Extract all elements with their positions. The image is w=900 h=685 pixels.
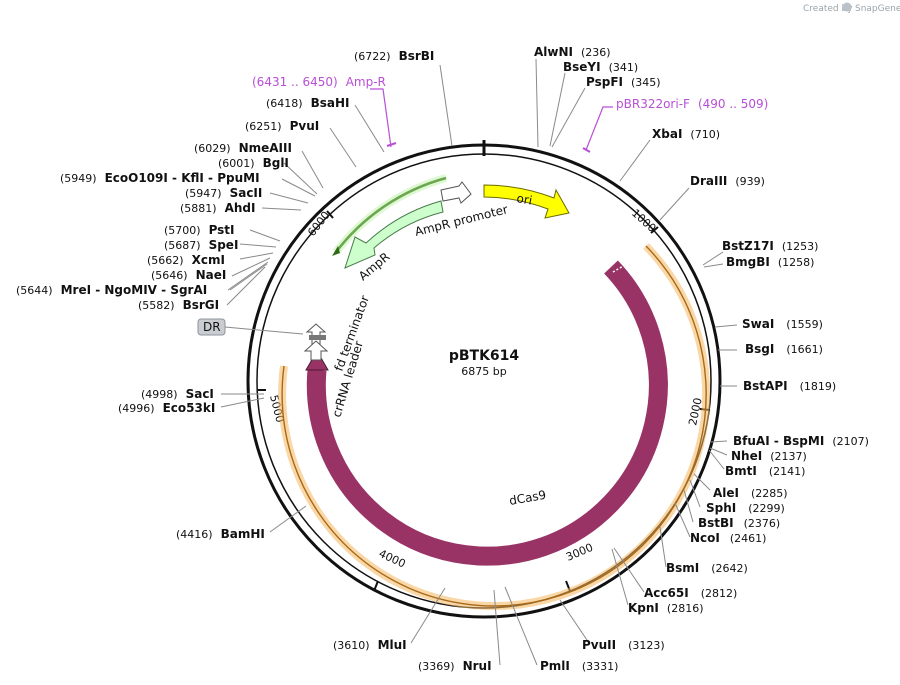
enzyme-bsmi[interactable]: BsmI(2642) [666, 561, 748, 575]
enzyme-mrei[interactable]: (5644)MreI - NgoMIV - SgrAI [16, 283, 207, 297]
snapgene-credit: Created by SnapGene [803, 2, 900, 14]
snapgene-logo-icon [842, 2, 852, 12]
enzyme-bseyi[interactable]: BseYI(341) [563, 60, 638, 74]
dr-label: DR [203, 320, 221, 334]
dcas9-feature[interactable] [306, 260, 668, 566]
ampr-promoter-feature[interactable] [440, 181, 472, 204]
enzyme-draiii[interactable]: DraIII(939) [690, 174, 765, 188]
enzyme-swai[interactable]: SwaI(1559) [742, 317, 823, 331]
enzyme-xbai[interactable]: XbaI(710) [652, 127, 720, 141]
leader-lines [220, 58, 738, 666]
enzyme-bmgbi[interactable]: BmgBI(1258) [726, 255, 814, 269]
enzyme-drui[interactable]: (3369)NruI [418, 659, 492, 673]
ampr-range-arc [335, 176, 447, 253]
range-bar-line [281, 245, 707, 607]
enzyme-bsrgi[interactable]: (5582)BsrGI [138, 298, 219, 312]
enzyme-acc65i[interactable]: Acc65I(2812) [644, 586, 737, 600]
enzyme-eco0109i[interactable]: (5949)EcoO109I - KflI - PpuMI [60, 171, 260, 185]
enzyme-bstapi[interactable]: BstAPI(1819) [743, 379, 836, 393]
primer-amp-r-label[interactable]: (6431 .. 6450)Amp-R [252, 75, 386, 89]
enzyme-sacii[interactable]: (5947)SacII [185, 186, 262, 200]
enzyme-saci[interactable]: (4998)SacI [141, 387, 214, 401]
dr-callout[interactable] [197, 318, 226, 336]
enzyme-bstbi[interactable]: BstBI(2376) [698, 516, 780, 530]
enzyme-pmli[interactable]: PmlI(3331) [540, 659, 618, 673]
enzyme-bamhi[interactable]: (4416)BamHI [176, 527, 265, 541]
primer-pbr322ori-label[interactable]: pBR322ori-F(490 .. 509) [616, 97, 768, 111]
tick-4000: 4000 [377, 547, 408, 571]
enzyme-bstz17i[interactable]: BstZ17I(1253) [722, 239, 818, 253]
crna-leader-feature[interactable] [303, 340, 329, 361]
enzyme-alwni[interactable]: AlwNI(236) [534, 45, 611, 59]
enzyme-bfuai[interactable]: BfuAI - BspMI(2107) [733, 434, 869, 448]
enzyme-naei[interactable]: (5646)NaeI [151, 268, 226, 282]
plasmid-length: 6875 bp [461, 365, 506, 378]
enzyme-nmeaiii[interactable]: (6029)NmeAIII [194, 141, 292, 155]
enzyme-pvuii[interactable]: PvuII(3123) [582, 638, 665, 652]
enzyme-kpni[interactable]: KpnI(2816) [628, 601, 703, 615]
primer-amp-r[interactable] [370, 88, 397, 148]
primer-pbr322ori-f[interactable] [582, 106, 613, 153]
ori-feature[interactable] [483, 184, 570, 219]
enzyme-mlui[interactable]: (3610)MluI [333, 638, 407, 652]
enzyme-bsgi[interactable]: BsgI(1661) [745, 342, 823, 356]
credit-brand: SnapGene [855, 4, 900, 14]
enzyme-bsahi[interactable]: (6418)BsaHI [266, 96, 349, 110]
enzyme-pspfi[interactable]: PspFI(345) [586, 75, 661, 89]
credit-prefix: Created by [803, 4, 853, 14]
enzyme-bgli[interactable]: (6001)BglI [218, 156, 289, 170]
enzyme-alei[interactable]: AleI(2285) [713, 486, 788, 500]
dr-box [309, 335, 326, 340]
enzyme-sphi[interactable]: SphI(2299) [706, 501, 785, 515]
enzyme-xcmi[interactable]: (5662)XcmI [147, 253, 225, 267]
enzyme-eco53ki[interactable]: (4996)Eco53kI [118, 401, 215, 415]
enzyme-pvui[interactable]: (6251)PvuI [245, 119, 319, 133]
enzyme-nhei[interactable]: NheI(2137) [731, 449, 807, 463]
enzyme-ncoi[interactable]: NcoI(2461) [690, 531, 766, 545]
enzyme-ahdi[interactable]: (5881)AhdI [180, 201, 255, 215]
enzyme-bsrbi[interactable]: (6722)BsrBI [354, 49, 434, 63]
ampr-feature[interactable] [344, 200, 444, 269]
enzyme-psti[interactable]: (5700)PstI [164, 223, 235, 237]
dcas9-label: dCas9 [508, 488, 547, 508]
enzyme-spei[interactable]: (5687)SpeI [164, 238, 238, 252]
ori-label: ori [515, 191, 533, 207]
tick-2000: 2000 [686, 397, 705, 427]
enzyme-bmti[interactable]: BmtI(2141) [725, 464, 805, 478]
plasmid-name: pBTK614 [449, 348, 520, 364]
